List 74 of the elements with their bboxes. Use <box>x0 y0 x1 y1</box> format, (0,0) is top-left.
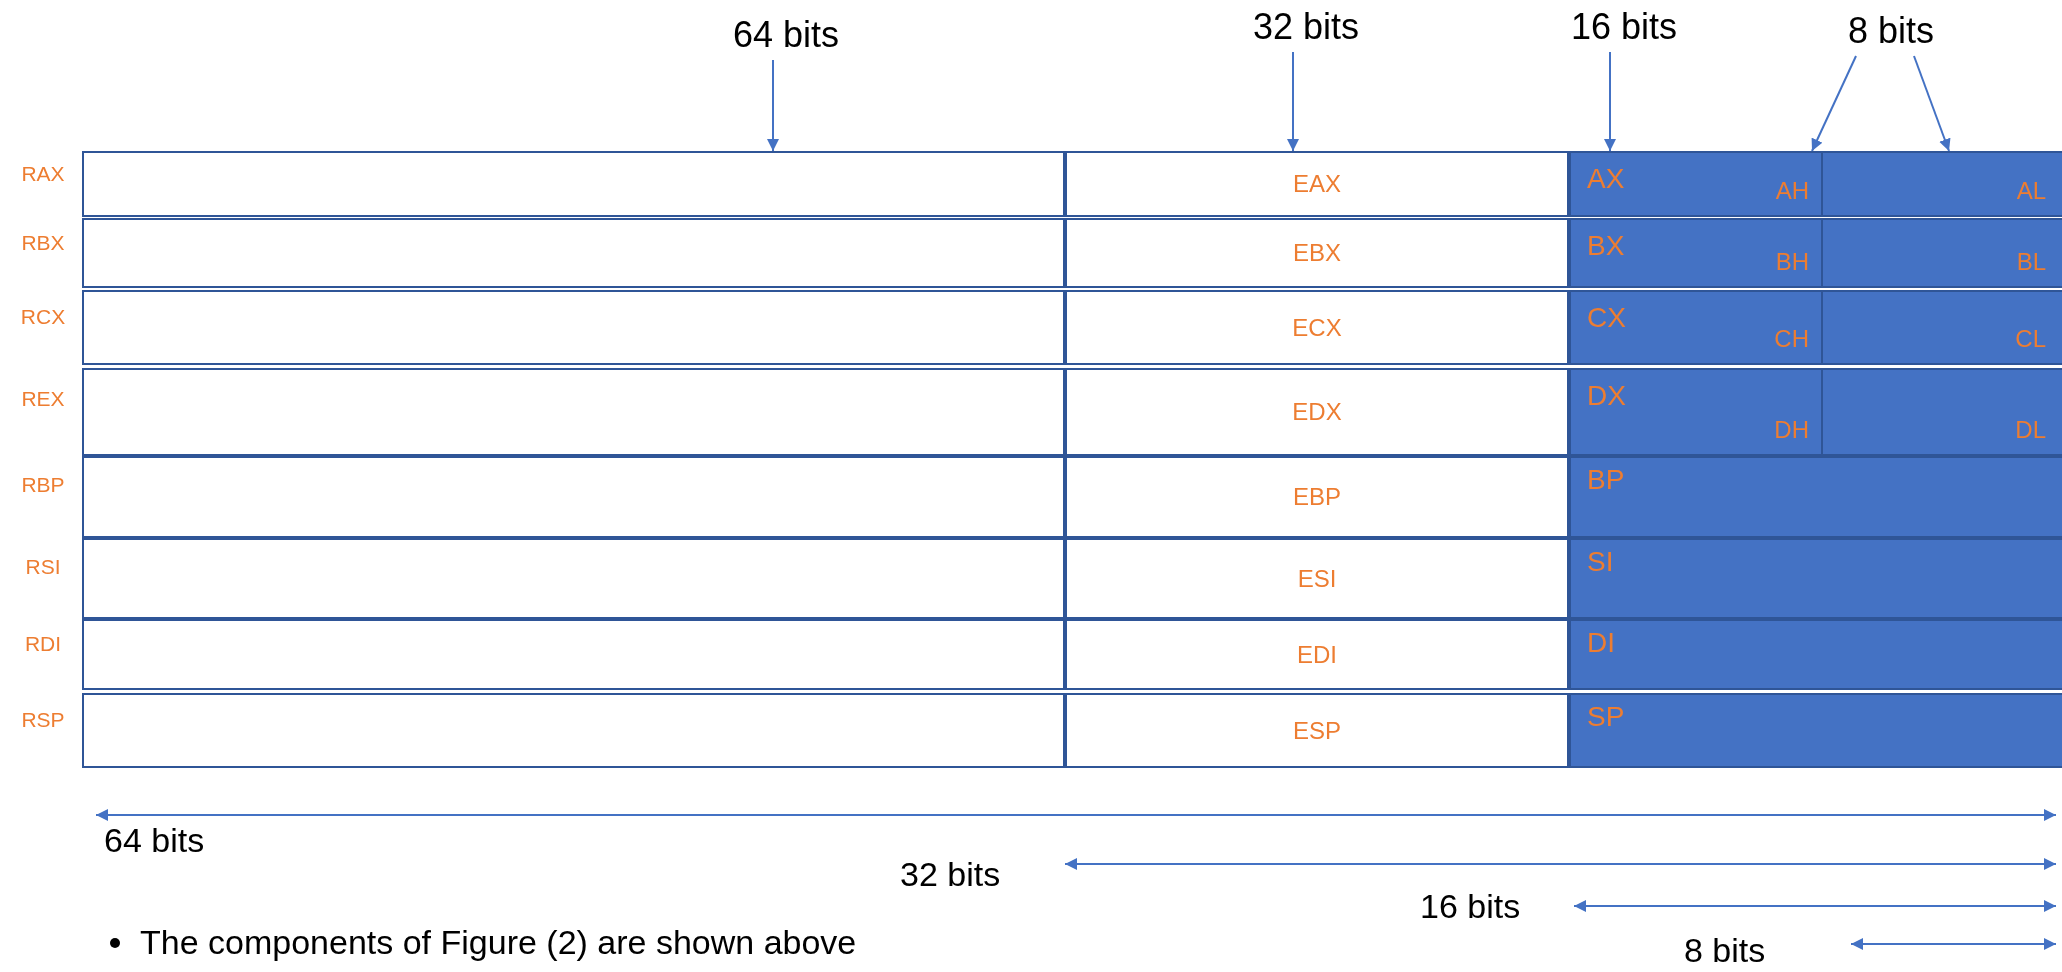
register-box <box>82 218 1065 288</box>
register-box <box>1569 538 2062 619</box>
register-name: DX <box>1587 382 1626 410</box>
register-name: EDI <box>1296 639 1338 670</box>
register-box <box>1569 619 2062 690</box>
register-box <box>82 538 1065 619</box>
register-name: DL <box>2015 418 2046 442</box>
arrow <box>1287 51 1299 152</box>
register-name: SP <box>1587 703 1625 731</box>
register-name: ECX <box>1291 312 1343 343</box>
register-label: RDI <box>23 631 63 658</box>
register-half-box <box>1821 218 2062 288</box>
register-name: BL <box>2016 250 2046 274</box>
register-box <box>1065 218 1569 288</box>
dimension-label: 8 bits <box>1684 930 1766 971</box>
register-box <box>82 290 1065 365</box>
register-name: ESP <box>1292 715 1342 746</box>
bit-width-label: 32 bits <box>1236 4 1376 50</box>
bit-width-label: 16 bits <box>1554 4 1694 50</box>
register-half-box <box>1821 151 2062 217</box>
register-label: RSI <box>24 553 62 580</box>
register-half-box <box>1569 290 1823 365</box>
register-box <box>1065 538 1569 619</box>
register-half-box <box>1569 151 1823 217</box>
register-name: AH <box>1775 179 1809 203</box>
register-box <box>82 456 1065 538</box>
register-name: DH <box>1774 418 1809 442</box>
register-label: RSP <box>20 706 66 733</box>
register-box <box>1065 290 1569 365</box>
register-label: RAX <box>20 161 66 188</box>
register-name: DI <box>1587 629 1615 657</box>
register-name: BP <box>1587 466 1625 494</box>
register-name: AL <box>2016 179 2046 203</box>
register-half-box <box>1821 368 2062 456</box>
register-box <box>1569 456 2062 538</box>
register-name: ESI <box>1296 563 1338 594</box>
register-label: RCX <box>19 303 67 330</box>
register-label: RBX <box>20 229 66 256</box>
register-box <box>82 151 1065 217</box>
register-label: REX <box>20 386 66 413</box>
register-name: AX <box>1587 165 1625 193</box>
register-half-box <box>1569 218 1823 288</box>
register-name: SI <box>1587 548 1614 576</box>
register-box <box>1065 368 1569 456</box>
register-name: CH <box>1774 327 1809 351</box>
dimension-label: 32 bits <box>900 854 1001 895</box>
bit-width-label: 64 bits <box>716 12 856 58</box>
note-text: The components of Figure (2) are shown above <box>140 922 857 963</box>
register-box <box>1569 693 2062 768</box>
register-name: BH <box>1775 250 1809 274</box>
register-half-box <box>1569 368 1823 456</box>
register-box <box>1065 151 1569 217</box>
register-name: CL <box>2015 327 2046 351</box>
register-name: EBX <box>1292 238 1342 268</box>
register-box <box>82 619 1065 690</box>
dimension-label: 64 bits <box>104 820 205 861</box>
register-box <box>1065 693 1569 768</box>
register-name: EAX <box>1292 169 1342 199</box>
register-name: CX <box>1587 304 1626 332</box>
arrow <box>1913 55 1951 152</box>
register-half-box <box>1821 290 2062 365</box>
register-label: RBP <box>20 471 66 498</box>
register-name: BX <box>1587 232 1625 260</box>
register-box <box>1065 619 1569 690</box>
register-box <box>1065 456 1569 538</box>
arrow <box>1604 51 1616 152</box>
bit-width-label: 8 bits <box>1831 8 1951 54</box>
arrow <box>767 59 779 152</box>
register-box <box>82 693 1065 768</box>
register-box <box>82 368 1065 456</box>
arrow <box>1811 55 1857 152</box>
register-name: EDX <box>1291 397 1343 427</box>
dimension-label: 16 bits <box>1420 886 1521 927</box>
register-name: EBP <box>1292 482 1342 512</box>
